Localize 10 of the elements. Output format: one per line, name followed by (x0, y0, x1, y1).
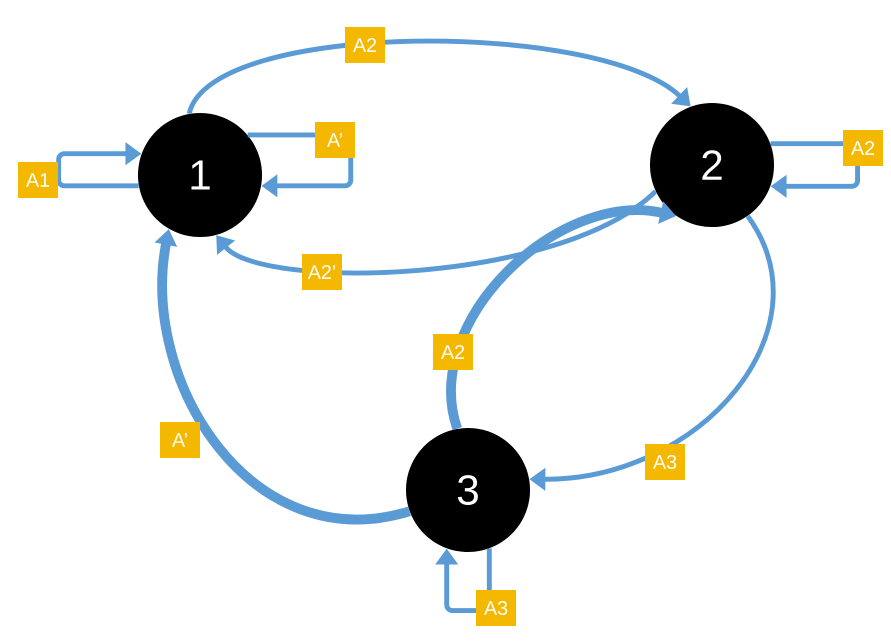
edge-label: A2’ (302, 254, 342, 290)
edge-label: A’ (315, 122, 355, 158)
edge-label: A3 (476, 590, 516, 626)
arrow (216, 189, 658, 276)
edge-label: A2 (843, 130, 884, 166)
edge-label: A1 (18, 162, 58, 198)
edge-label: A2 (345, 27, 386, 63)
edge-label: A2 (433, 334, 474, 370)
edge-label: A3 (645, 444, 686, 480)
edge-label: A’ (160, 422, 200, 458)
